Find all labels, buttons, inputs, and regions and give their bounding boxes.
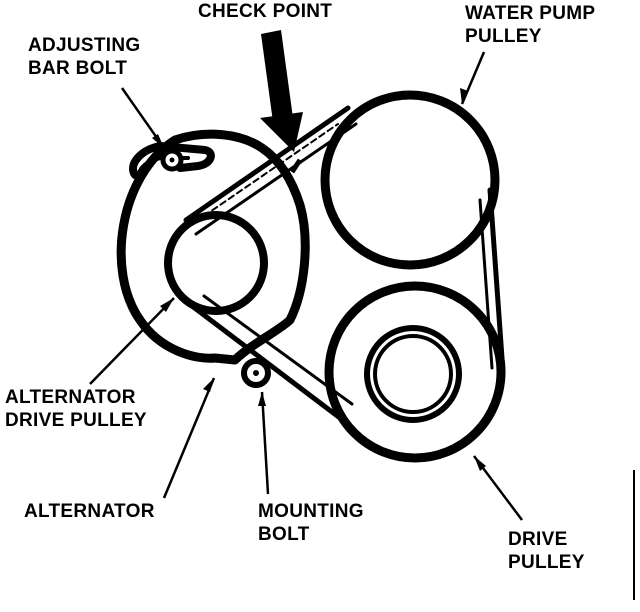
alternator-label: ALTERNATOR xyxy=(24,501,155,522)
adjusting-bar xyxy=(129,142,215,179)
drive-pulley-hub-outer xyxy=(364,325,462,423)
drive-pulley xyxy=(324,281,506,463)
alternator-drive-pulley xyxy=(164,211,268,315)
water-pump-pulley xyxy=(320,90,500,270)
check-point-arrow xyxy=(260,30,303,152)
drive-pulley-label: DRIVE PULLEY xyxy=(508,529,585,573)
alternator-body xyxy=(116,129,310,365)
drive-pulley-hub-inner xyxy=(373,334,453,414)
alternator-drive-pulley-label: ALTERNATOR DRIVE PULLEY xyxy=(5,387,147,431)
water-pump-pulley-label: WATER PUMP PULLEY xyxy=(465,3,596,47)
leader-arrowheads xyxy=(152,88,486,471)
adjusting-bar-bolt-label: ADJUSTING BAR BOLT xyxy=(28,35,141,79)
check-point-label: CHECK POINT xyxy=(198,1,333,22)
mounting-bolt-label: MOUNTING BOLT xyxy=(258,501,364,545)
